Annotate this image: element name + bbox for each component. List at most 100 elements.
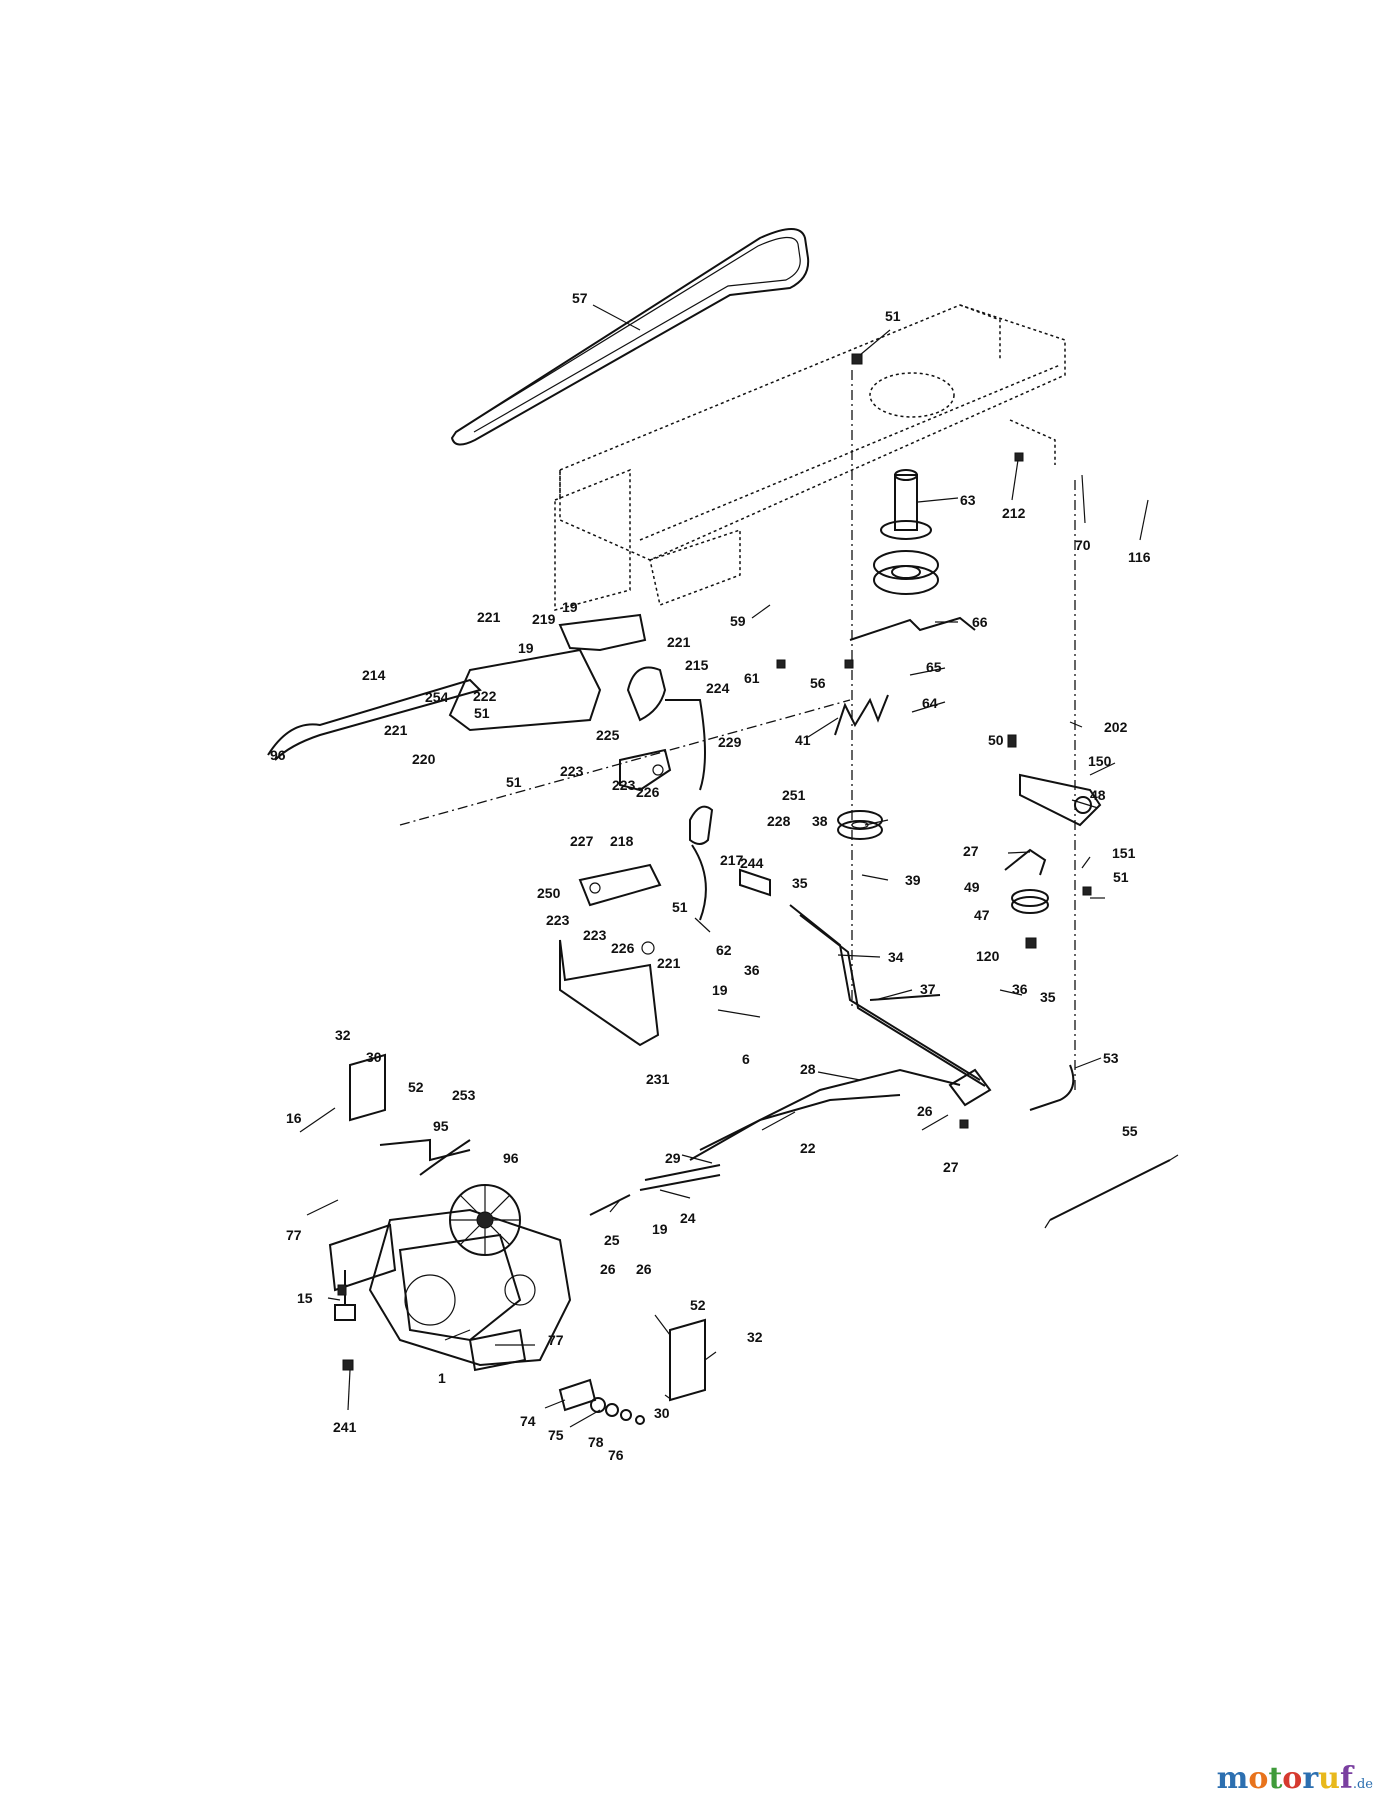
callout-15: 15	[297, 1290, 313, 1306]
callout-217: 217	[720, 852, 744, 868]
callout-52: 52	[408, 1079, 424, 1095]
callout-63: 63	[960, 492, 976, 508]
callout-96: 96	[270, 747, 286, 763]
callout-47: 47	[974, 907, 990, 923]
callout-53: 53	[1103, 1050, 1119, 1066]
callout-16: 16	[286, 1110, 302, 1126]
callout-74: 74	[520, 1413, 536, 1429]
callout-223: 223	[583, 927, 607, 943]
callout-19: 19	[518, 640, 534, 656]
callout-24: 24	[680, 1210, 696, 1226]
callout-66: 66	[972, 614, 988, 630]
callout-96: 96	[503, 1150, 519, 1166]
callout-30: 30	[654, 1405, 670, 1421]
callout-202: 202	[1104, 719, 1128, 735]
callout-62: 62	[716, 942, 732, 958]
callout-49: 49	[964, 879, 980, 895]
callout-25: 25	[604, 1232, 620, 1248]
callout-226: 226	[611, 940, 635, 956]
callout-34: 34	[888, 949, 904, 965]
callout-51: 51	[1113, 869, 1129, 885]
callout-231: 231	[646, 1071, 670, 1087]
idler-spring	[834, 694, 889, 736]
callout-59: 59	[730, 613, 746, 629]
callout-95: 95	[433, 1118, 449, 1134]
callout-77: 77	[286, 1227, 302, 1243]
callout-251: 251	[782, 787, 806, 803]
callout-225: 225	[596, 727, 620, 743]
left-axis	[399, 699, 851, 826]
callout-228: 228	[767, 813, 791, 829]
callout-35: 35	[792, 875, 808, 891]
frame	[554, 304, 1066, 611]
callout-220: 220	[412, 751, 436, 767]
callout-27: 27	[943, 1159, 959, 1175]
callout-223: 223	[560, 763, 584, 779]
callout-120: 120	[976, 948, 1000, 964]
spring-25	[589, 1194, 631, 1216]
callout-241: 241	[333, 1419, 357, 1435]
callout-223: 223	[612, 777, 636, 793]
watermark-letter: m	[1216, 1761, 1249, 1796]
callout-64: 64	[922, 695, 938, 711]
watermark-suffix: .de	[1352, 1777, 1373, 1792]
site-watermark: motoruf.de	[1217, 1761, 1373, 1796]
callout-37: 37	[920, 981, 936, 997]
watermark-letter: o	[1282, 1761, 1303, 1796]
callout-36: 36	[744, 962, 760, 978]
drive-belt	[450, 228, 810, 446]
watermark-letter: r	[1302, 1761, 1319, 1796]
callout-61: 61	[744, 670, 760, 686]
watermark-letter: o	[1248, 1761, 1269, 1796]
watermark-letter: u	[1318, 1761, 1340, 1796]
callout-76: 76	[608, 1447, 624, 1463]
callout-214: 214	[362, 667, 386, 683]
callout-215: 215	[685, 657, 709, 673]
callout-253: 253	[452, 1087, 476, 1103]
rod-95	[379, 1138, 471, 1162]
callout-41: 41	[795, 732, 811, 748]
callout-51: 51	[474, 705, 490, 721]
fasteners	[337, 353, 1092, 1371]
leader-lines	[299, 304, 1149, 1428]
tension-spring	[849, 616, 976, 641]
callout-224: 224	[706, 680, 730, 696]
watermark-letter: f	[1339, 1761, 1353, 1796]
callout-26: 26	[917, 1103, 933, 1119]
callout-51: 51	[885, 308, 901, 324]
callout-30: 30	[366, 1049, 382, 1065]
callout-212: 212	[1002, 505, 1026, 521]
linkage-rods	[639, 1068, 961, 1191]
callout-254: 254	[425, 689, 449, 705]
callout-221: 221	[477, 609, 501, 625]
callout-221: 221	[667, 634, 691, 650]
callout-51: 51	[506, 774, 522, 790]
rod-95b	[419, 1139, 471, 1176]
axle-parts	[558, 1378, 645, 1425]
callout-36: 36	[1012, 981, 1028, 997]
callout-19: 19	[712, 982, 728, 998]
callout-52: 52	[690, 1297, 706, 1313]
callout-57: 57	[572, 290, 588, 306]
callout-48: 48	[1090, 787, 1106, 803]
watermark-letter: t	[1268, 1761, 1283, 1796]
pedal-assembly	[267, 613, 714, 1047]
callout-244: 244	[740, 855, 764, 871]
callout-51: 51	[672, 899, 688, 915]
callout-28: 28	[800, 1061, 816, 1077]
callout-27: 27	[963, 843, 979, 859]
callout-1: 1	[438, 1370, 446, 1386]
callout-32: 32	[335, 1027, 351, 1043]
callout-221: 221	[384, 722, 408, 738]
callout-221: 221	[657, 955, 681, 971]
callouts: 57 51 63 212 70 116 19 219 221 221 19 59…	[270, 290, 1151, 1463]
callout-35: 35	[1040, 989, 1056, 1005]
callout-22: 22	[800, 1140, 816, 1156]
callout-56: 56	[810, 675, 826, 691]
callout-29: 29	[665, 1150, 681, 1166]
pulley-assembly	[837, 469, 939, 840]
callout-229: 229	[718, 734, 742, 750]
callout-38: 38	[812, 813, 828, 829]
callout-75: 75	[548, 1427, 564, 1443]
cross-shaft	[739, 868, 992, 1107]
